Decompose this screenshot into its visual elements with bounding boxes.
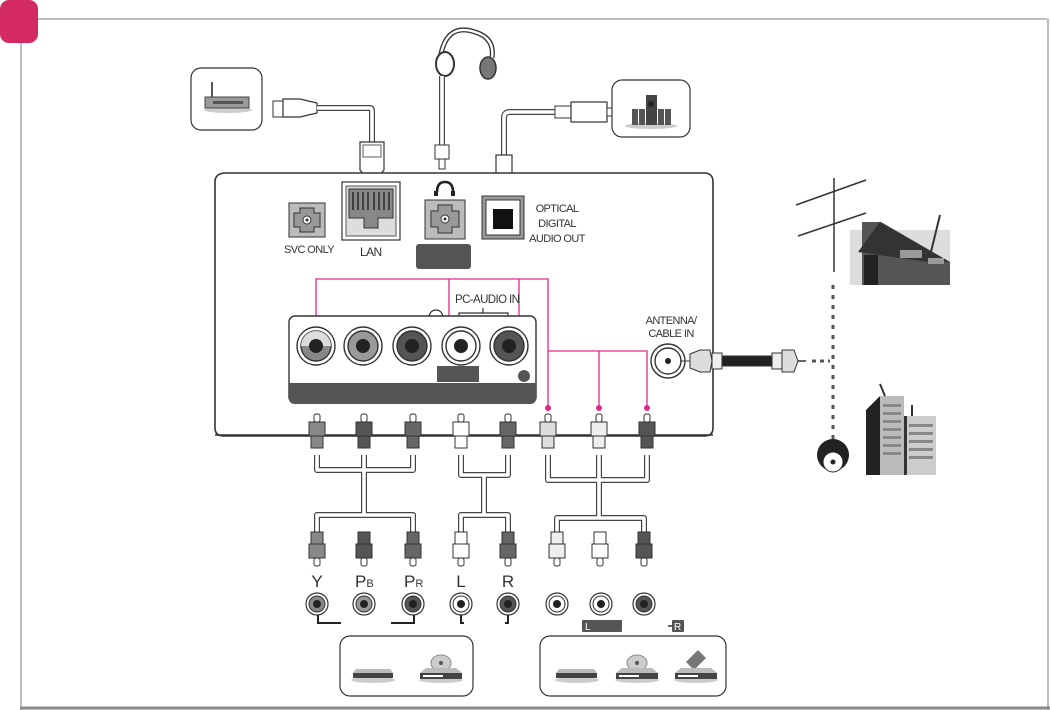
- coax-cable: [689, 349, 830, 373]
- label-pb: PB: [355, 572, 374, 591]
- top-rca-plug: [308, 413, 326, 449]
- antenna-port: [650, 343, 690, 379]
- headphone-icon: [435, 180, 455, 193]
- step-badge: [0, 0, 38, 43]
- frame: [20, 18, 1050, 710]
- component-group-brackets: [317, 615, 509, 624]
- rca-jacks: [296, 326, 529, 366]
- camcorder-icon: [674, 650, 718, 683]
- optical-label-3: AUDIO OUT: [529, 233, 586, 245]
- router-device: [190, 67, 263, 131]
- source-rca-jack: [305, 592, 329, 616]
- coax-wall-jack-icon: [817, 439, 849, 473]
- top-rca-plug: [539, 413, 557, 449]
- lan-cable: [272, 98, 385, 177]
- av-l-tag: [582, 620, 622, 632]
- optical-label-1: OPTICAL: [536, 203, 579, 215]
- panel-rca-jack: [296, 326, 336, 366]
- optical-cable: [495, 101, 614, 194]
- av-r-tag-label: R: [674, 622, 681, 633]
- label-y: Y: [311, 572, 322, 591]
- panel-rca-jack: [441, 326, 481, 366]
- top-rca-plug: [499, 413, 517, 449]
- source-rca-jack: [352, 592, 376, 616]
- source-rca-jack: [496, 592, 520, 616]
- antenna-label-1: ANTENNA/: [646, 315, 698, 327]
- label-l: L: [456, 572, 465, 591]
- home-theater-speakers-icon: [625, 95, 677, 129]
- router-icon: [204, 82, 252, 113]
- home-theater-speakers: [611, 79, 691, 138]
- outdoor-antenna-house-icon: [795, 178, 950, 285]
- bottom-rca-plug: [635, 531, 653, 567]
- label-pr: PR: [404, 572, 423, 591]
- source-rca-jack: [545, 592, 569, 616]
- optical-label-2: DIGITAL: [538, 218, 576, 230]
- panel-rca-jack: [343, 326, 383, 366]
- av-source-devices: [539, 635, 727, 697]
- top-rca-plug: [404, 413, 422, 449]
- source-rca-jack: [449, 592, 473, 616]
- component-source-devices: [339, 635, 474, 697]
- bottom-rca-plug: [591, 531, 609, 567]
- svc-only-port: [288, 202, 326, 238]
- optical-port: [481, 195, 525, 240]
- rca-cable-harness: [215, 413, 713, 616]
- disc-player-icon: [419, 654, 463, 683]
- top-rca-plug: [590, 413, 608, 449]
- pc-audio-in-label: PC-AUDIO IN: [455, 294, 520, 306]
- bottom-rca-plug: [308, 531, 326, 567]
- source-rca-jack: [589, 592, 613, 616]
- av-r-tag: [672, 620, 684, 632]
- vcr-icon: [555, 669, 599, 683]
- top-rca-plug: [355, 413, 373, 449]
- headphone-port: [416, 180, 471, 269]
- top-rca-plug: [638, 413, 656, 449]
- dvd-player-icon: [351, 669, 395, 683]
- av-l-tag-label: L: [585, 622, 591, 633]
- label-r: R: [502, 572, 514, 591]
- bottom-rca-plug: [355, 531, 373, 567]
- bottom-rca-plug: [404, 531, 422, 567]
- source-rca-jack: [632, 592, 656, 616]
- bottom-rca-plug: [499, 531, 517, 567]
- disc-player-icon: [615, 654, 659, 683]
- bottom-rca-plug: [452, 531, 470, 567]
- lan-port: [341, 181, 401, 241]
- panel-rca-jack: [489, 326, 529, 366]
- bottom-rca-plug: [548, 531, 566, 567]
- headphones-icon: [434, 27, 497, 170]
- source-rca-jack: [401, 592, 425, 616]
- svc-only-label: SVC ONLY: [284, 244, 335, 256]
- lan-label: LAN: [360, 245, 382, 259]
- apartment-building-icon: [866, 383, 936, 475]
- antenna-label-2: CABLE IN: [648, 328, 694, 340]
- panel-rca-jack: [392, 326, 432, 366]
- top-rca-plug: [452, 413, 470, 449]
